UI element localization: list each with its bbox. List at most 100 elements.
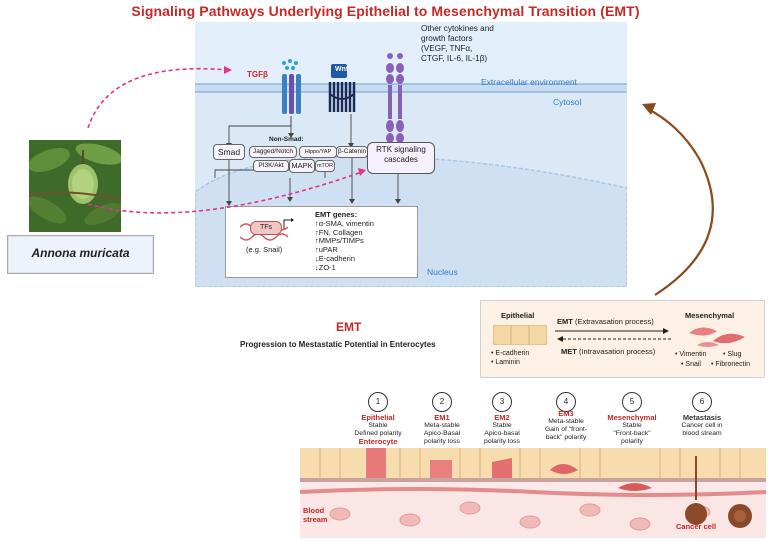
emt-process: (Extravasation process) bbox=[574, 317, 654, 326]
stage-6: 6 bbox=[692, 392, 712, 412]
extracellular-label: Extracellular environment bbox=[481, 77, 577, 87]
stage-number: 4 bbox=[556, 392, 576, 412]
stage-1-text: Epithelial Stable Defined polarity Enter… bbox=[340, 414, 416, 446]
mesenchymal-marker-2: • Slug bbox=[723, 351, 742, 358]
stage-desc: back" polarity bbox=[545, 434, 587, 441]
rtk-receptor-icon bbox=[386, 53, 404, 143]
stage-name: Metastasis bbox=[682, 413, 722, 422]
non-smad-label: Non-Smad: bbox=[269, 136, 304, 143]
mtor-box: mTOR bbox=[315, 160, 335, 172]
stage-desc: blood stream bbox=[682, 430, 722, 437]
cell-signaling-panel: Extracellular environment Cytosol Nucleu… bbox=[195, 22, 627, 287]
emt-subheading: Progression to Mestastatic Potential in … bbox=[240, 340, 436, 349]
emt-met-summary-box: Epithelial • E-cadherin • Laminin EMT (E… bbox=[480, 300, 765, 378]
stage-number: 3 bbox=[492, 392, 512, 412]
stage-desc: Defined polarity bbox=[354, 430, 402, 437]
jagged-notch-box: Jagged/Notch bbox=[249, 146, 297, 158]
other-factors-line: growth factors bbox=[421, 34, 473, 43]
met-process: (Intravasation process) bbox=[578, 347, 656, 356]
wnt-label: Wnt bbox=[335, 66, 349, 73]
enterocyte-label: Enterocyte bbox=[358, 437, 398, 446]
mesenchymal-marker-3: • Snail bbox=[681, 361, 701, 368]
emt-heading: EMT bbox=[336, 320, 362, 334]
stage-desc: Cancer cell in bbox=[681, 422, 723, 429]
other-factors-line: CTGF, IL-6, IL-1β) bbox=[421, 54, 488, 63]
stage-number: 1 bbox=[368, 392, 388, 412]
species-label: Annona muricata bbox=[31, 246, 130, 260]
emt-genes-title: EMT genes: bbox=[315, 210, 358, 219]
stage-name: Mesenchymal bbox=[607, 413, 657, 422]
wnt-receptor-icon bbox=[328, 64, 356, 112]
stage-desc: Apico-Basal bbox=[423, 430, 461, 437]
stage-3-text: EM2 Stable Apico-basal polarity loss bbox=[470, 414, 534, 446]
met-bold: MET bbox=[561, 347, 577, 356]
emt-genes-list: EMT genes: ↑α-SMA, vimentin ↑FN, Collage… bbox=[315, 210, 374, 273]
emt-arrow-label: EMT (Extravasation process) bbox=[557, 317, 654, 326]
stage-5-text: Mesenchymal Stable "Front-back" polarity bbox=[598, 414, 666, 446]
stage-number: 5 bbox=[622, 392, 642, 412]
epithelial-cells-icon bbox=[493, 325, 547, 345]
stage-5: 5 bbox=[622, 392, 642, 412]
cancer-cell-label: Cancer cell bbox=[676, 522, 717, 531]
pi3k-akt-box: PI3K/Akt bbox=[253, 160, 289, 172]
epithelial-markers: • E-cadherin • Laminin bbox=[491, 349, 529, 367]
epithelial-label: Epithelial bbox=[501, 311, 535, 320]
rtk-signaling-box: RTK signaling cascades bbox=[367, 142, 435, 174]
figure-title: Signaling Pathways Underlying Epithelial… bbox=[131, 3, 640, 19]
blood-stream-line: stream bbox=[303, 515, 328, 524]
emt-bold: EMT bbox=[557, 317, 573, 326]
tgfb-receptor-icon bbox=[282, 59, 301, 114]
smad-box: Smad bbox=[213, 144, 245, 160]
nucleus-label: Nucleus bbox=[427, 267, 458, 277]
rtk-label-line: RTK signaling bbox=[376, 145, 426, 154]
stage-name: Epithelial bbox=[361, 413, 395, 422]
mesenchymal-label: Mesenchymal bbox=[685, 311, 735, 320]
mesenchymal-marker-1: • Vimentin bbox=[675, 351, 707, 358]
stage-3: 3 bbox=[492, 392, 512, 412]
other-factors-line: (VEGF, TNFα, bbox=[421, 44, 473, 53]
stage-desc: Stable bbox=[368, 422, 388, 429]
emt-met-arrows-icon bbox=[555, 328, 671, 342]
annona-muricata-photo bbox=[29, 140, 121, 232]
stage-4: 4 bbox=[556, 392, 576, 412]
hippo-yap-box: Hippo/YAP bbox=[299, 146, 337, 158]
met-arrow-label: MET (Intravasation process) bbox=[561, 347, 655, 356]
tfs-example: (e.g. Snail) bbox=[246, 245, 283, 254]
transcription-arrow-icon bbox=[283, 218, 294, 229]
stage-desc: Apico-basal bbox=[484, 430, 520, 437]
stage-2-text: EM1 Meta-stable Apico-Basal polarity los… bbox=[410, 414, 474, 446]
enterocyte-tissue-illustration bbox=[300, 448, 766, 538]
stage-desc: Stable bbox=[622, 422, 642, 429]
stage-desc: Meta-stable bbox=[424, 422, 460, 429]
emt-gene-item: ↓E-cadherin bbox=[315, 253, 356, 263]
other-factors-text: Other cytokines and growth factors (VEGF… bbox=[421, 24, 494, 64]
stage-6-text: Metastasis Cancer cell in blood stream bbox=[668, 414, 736, 438]
stage-desc: Gain of "front- bbox=[544, 426, 588, 433]
mesenchymal-cells-icon bbox=[689, 327, 745, 347]
mapk-box: MAPK bbox=[289, 159, 315, 173]
stage-number: 2 bbox=[432, 392, 452, 412]
stage-desc: polarity loss bbox=[484, 438, 520, 445]
stage-desc: polarity loss bbox=[424, 438, 460, 445]
emt-gene-item: ↓ZO-1 bbox=[315, 262, 336, 272]
stage-desc: Meta-stable bbox=[548, 418, 584, 425]
mesenchymal-marker-4: • Fibronectin bbox=[711, 361, 751, 368]
emt-gene-item: ↑uPAR bbox=[315, 245, 338, 255]
blood-stream-label: Blood stream bbox=[303, 506, 328, 524]
epithelial-marker: • Laminin bbox=[491, 359, 520, 366]
stage-desc: Stable bbox=[492, 422, 512, 429]
stage-desc: "Front-back" bbox=[613, 430, 651, 437]
rtk-label-line: cascades bbox=[384, 155, 418, 164]
nucleus-gene-box: TFs (e.g. Snail) EMT genes: ↑α-SMA, vime… bbox=[225, 206, 418, 278]
tgfb-label: TGFβ bbox=[247, 70, 268, 79]
emt-gene-item: ↑α-SMA, vimentin bbox=[315, 218, 374, 228]
cytosol-label: Cytosol bbox=[553, 97, 582, 107]
emt-gene-item: ↑FN, Collagen bbox=[315, 227, 363, 237]
stage-desc: polarity bbox=[621, 438, 643, 445]
blood-stream-line: Blood bbox=[303, 506, 325, 515]
stage-name: EM2 bbox=[494, 413, 510, 422]
epithelial-marker: • E-cadherin bbox=[491, 350, 530, 357]
stage-name: EM1 bbox=[434, 413, 450, 422]
stage-number: 6 bbox=[692, 392, 712, 412]
